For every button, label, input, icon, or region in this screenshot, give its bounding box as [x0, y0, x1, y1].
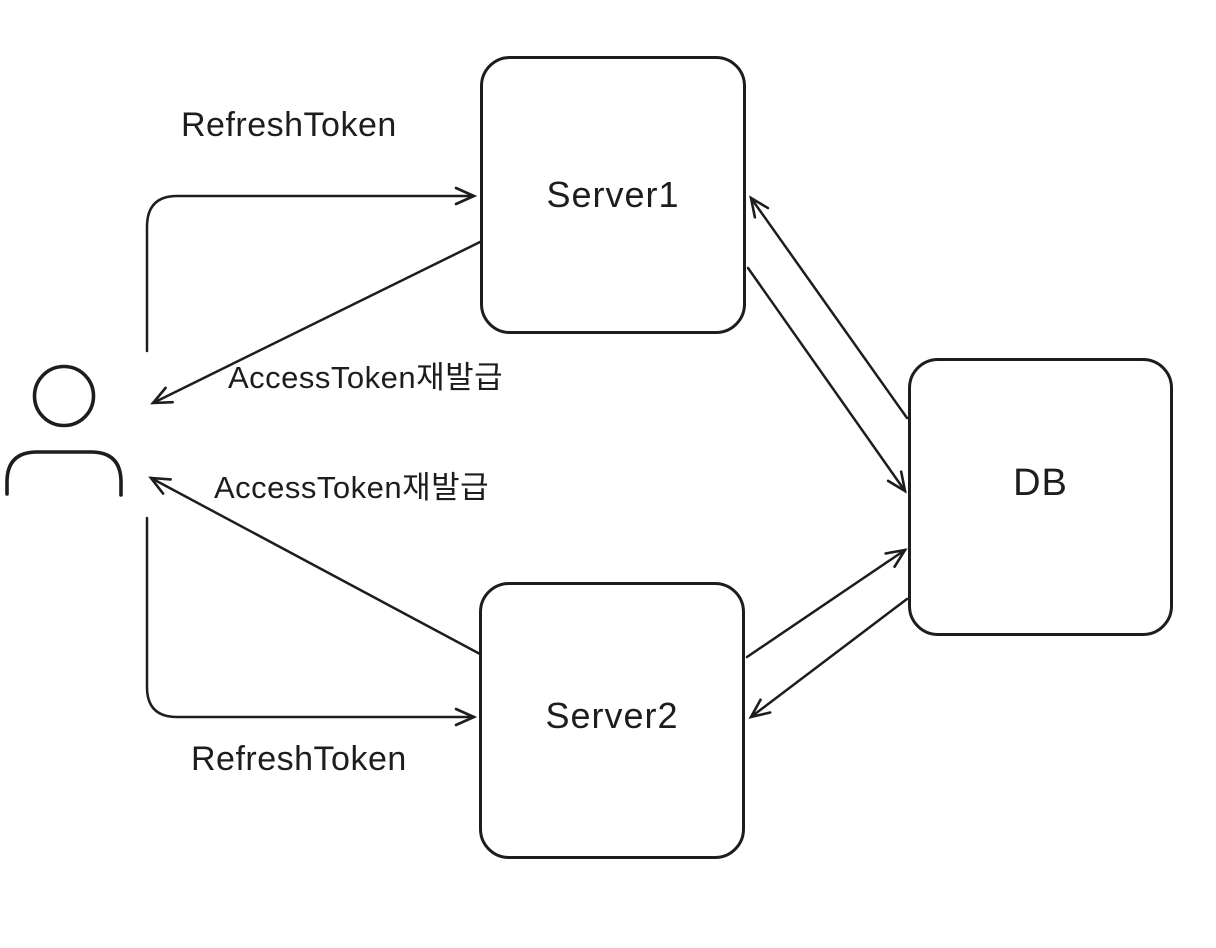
arrow-server1-to-user: [150, 240, 482, 405]
arrow-user-to-server2: [145, 516, 478, 727]
node-server2-label: Server2: [545, 694, 679, 736]
person-head-icon: [32, 364, 96, 428]
person-shoulders-icon: [5, 450, 123, 497]
edge-label-accesstoken-server2-user: AccessToken재발급: [214, 470, 490, 505]
edge-label-refreshtoken-user-server1: RefreshToken: [181, 106, 397, 144]
node-server1-label: Server1: [546, 174, 680, 215]
edge-label-accesstoken-server1-user: AccessToken재발급: [228, 360, 504, 395]
node-server1: Server1: [480, 56, 746, 334]
node-db-label: DB: [1013, 461, 1068, 504]
node-db: DB: [908, 358, 1173, 636]
person-icon: [5, 364, 123, 497]
arrow-server2-to-user: [148, 476, 482, 656]
arrow-server2-to-db: [745, 548, 908, 659]
node-server2: Server2: [479, 582, 745, 859]
edge-label-refreshtoken-user-server2: RefreshToken: [191, 740, 407, 778]
arrow-db-to-server1: [749, 195, 909, 420]
arrow-db-to-server2: [748, 597, 909, 719]
arrow-server1-to-db: [746, 266, 907, 494]
arrow-user-to-server1: [145, 186, 478, 353]
